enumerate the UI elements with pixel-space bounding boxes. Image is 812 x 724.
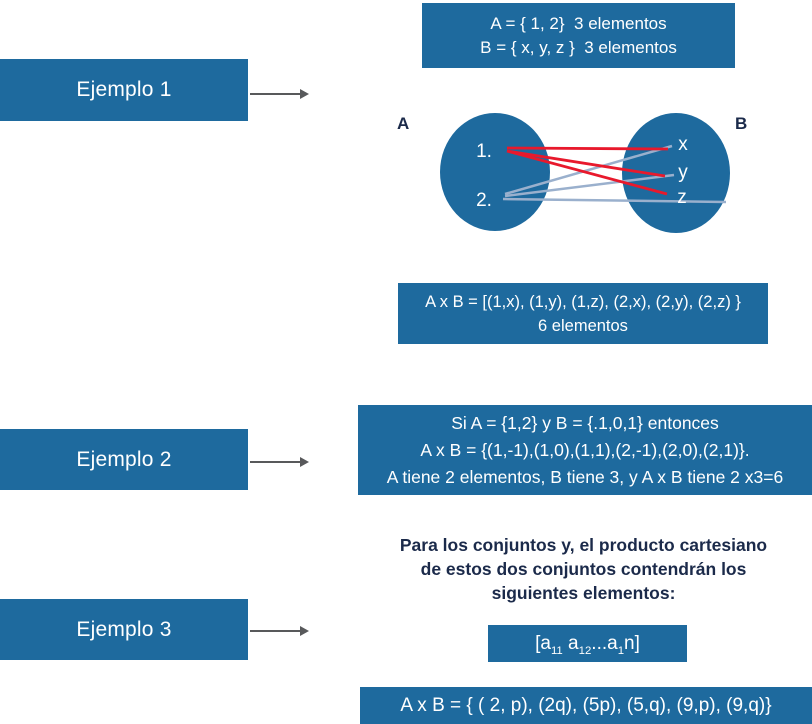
set-b-definition: B = { x, y, z } 3 elementos [480, 37, 677, 57]
element-x: x [678, 134, 688, 155]
example1-sets-box: A = { 1, 2} 3 elementos B = { x, y, z } … [422, 3, 735, 68]
matrix-a2: a [562, 632, 579, 654]
arrow-shaft [250, 461, 300, 463]
pair-line-red [506, 146, 669, 151]
example1-product: A x B = [(1,x), (1,y), (1,z), (2,x), (2,… [425, 292, 741, 311]
example2-product: A x B = {(1,-1),(1,0),(1,1),(2,-1),(2,0)… [420, 439, 750, 460]
matrix-subscript-1: 1 [617, 644, 625, 657]
set-a-label: A [397, 114, 409, 133]
matrix-ellipsis: ...a [591, 632, 618, 654]
element-y: y [678, 162, 688, 183]
example1-result-box: A x B = [(1,x), (1,y), (1,z), (2,x), (2,… [398, 283, 768, 344]
intro-line-2: de estos dos conjuntos contendrán los [420, 559, 747, 579]
example3-result-box: A x B = { ( 2, p), (2q), (5p), (5,q), (9… [360, 687, 812, 724]
matrix-notation: [a11 a12...a1n] [535, 632, 640, 657]
example3-intro-text: Para los conjuntos y, el producto cartes… [355, 533, 812, 605]
pair-line-red [506, 149, 668, 196]
mapping-diagram: A B 1. 2. x y z [397, 113, 747, 233]
intro-line-3: siguientes elementos: [491, 583, 676, 603]
pairs-from-1-lines [506, 146, 669, 196]
example3-matrix-box: [a11 a12...a1n] [488, 625, 687, 662]
element-1: 1. [476, 141, 492, 162]
matrix-subscript-11: 11 [550, 644, 563, 657]
example2-label: Ejemplo 2 [76, 447, 172, 471]
set-a-circle [440, 113, 550, 231]
matrix-open: [a [535, 632, 551, 654]
arrow-shaft [250, 630, 300, 632]
set-a-definition: A = { 1, 2} 3 elementos [490, 13, 667, 33]
set-b-circle [622, 113, 730, 233]
example1-label: Ejemplo 1 [76, 78, 172, 101]
example2-label-box: Ejemplo 2 [0, 429, 248, 490]
pair-line-red [506, 149, 666, 178]
matrix-close: n] [624, 632, 640, 654]
element-z: z [677, 187, 687, 208]
arrow-head [300, 457, 309, 467]
pairs-from-2-lines [502, 144, 727, 204]
example1-label-box: Ejemplo 1 [0, 59, 248, 121]
element-2: 2. [476, 190, 492, 211]
intro-line-1: Para los conjuntos y, el producto cartes… [399, 535, 768, 555]
pair-line-gray [504, 144, 673, 196]
arrow-right-icon [250, 457, 309, 467]
pair-line-gray [502, 197, 727, 204]
arrow-right-icon [250, 626, 309, 636]
arrow-shaft [250, 93, 300, 95]
example2-content-box: Si A = {1,2} y B = {.1,0,1} entonces A x… [358, 405, 812, 495]
example2-explanation: A tiene 2 elementos, B tiene 3, y A x B … [386, 466, 784, 487]
example3-label: Ejemplo 3 [76, 617, 172, 641]
arrow-head [300, 89, 309, 99]
arrow-head [300, 626, 309, 636]
example3-label-box: Ejemplo 3 [0, 599, 248, 660]
example2-condition: Si A = {1,2} y B = {.1,0,1} entonces [451, 412, 719, 433]
example3-product: A x B = { ( 2, p), (2q), (5p), (5,q), (9… [400, 694, 772, 716]
pair-line-gray [504, 173, 675, 198]
arrow-right-icon [250, 89, 309, 99]
set-b-label: B [735, 114, 747, 133]
example1-count: 6 elementos [538, 316, 628, 335]
matrix-subscript-12: 12 [578, 644, 592, 657]
